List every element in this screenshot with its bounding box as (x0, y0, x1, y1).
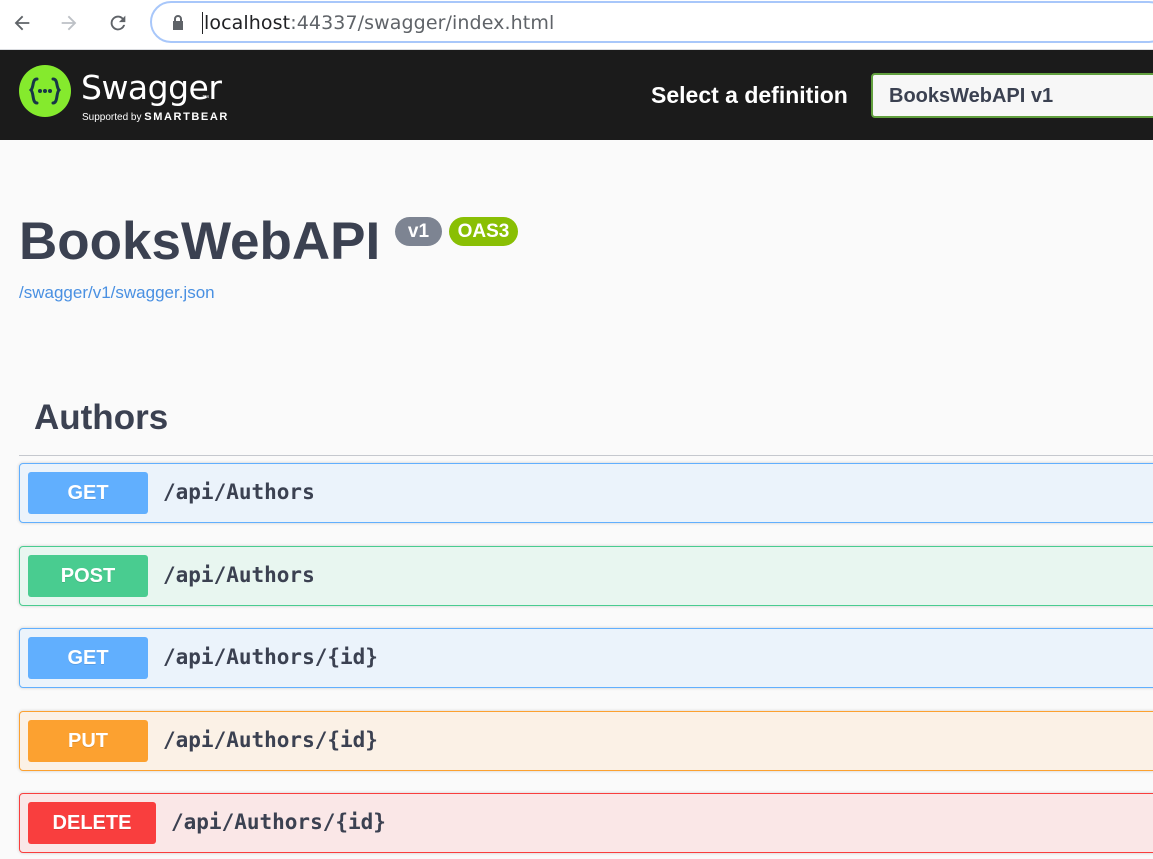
definition-label: Select a definition (651, 82, 848, 108)
version-badge: v1 (395, 217, 442, 246)
braces-icon (28, 77, 62, 105)
trademark-mark: ™ (202, 95, 209, 102)
tagline-brand: SMARTBEAR (144, 111, 229, 123)
logo-tagline: Supported by SMARTBEAR (82, 111, 229, 123)
operation-post-authors[interactable]: POST /api/Authors (19, 546, 1153, 606)
method-badge-delete: DELETE (28, 802, 156, 844)
browser-toolbar: localhost:44337/swagger/index.html (0, 0, 1153, 50)
operation-path: /api/Authors/{id} (163, 728, 378, 752)
url-text[interactable]: localhost:44337/swagger/index.html (204, 12, 554, 34)
reload-button[interactable] (101, 6, 135, 40)
definition-select-value: BooksWebAPI v1 (889, 85, 1054, 107)
method-badge-get: GET (28, 472, 148, 514)
swagger-topbar: Swagger ™ Supported by SMARTBEAR Select … (0, 50, 1153, 140)
api-title: BooksWebAPI (19, 212, 381, 271)
tag-header-authors[interactable]: Authors (19, 395, 1153, 456)
swagger-logo-icon[interactable] (19, 65, 71, 117)
operation-path: /api/Authors (163, 480, 315, 504)
lock-icon (173, 15, 183, 30)
operation-path: /api/Authors/{id} (171, 810, 386, 834)
definition-select[interactable]: BooksWebAPI v1 (871, 73, 1153, 118)
method-badge-post: POST (28, 555, 148, 597)
forward-button[interactable] (52, 6, 86, 40)
operation-put-author[interactable]: PUT /api/Authors/{id} (19, 711, 1153, 771)
reload-icon (110, 15, 126, 31)
method-badge-get: GET (28, 637, 148, 679)
arrow-left-icon (14, 15, 30, 31)
method-badge-put: PUT (28, 720, 148, 762)
back-button[interactable] (5, 6, 39, 40)
operation-delete-author[interactable]: DELETE /api/Authors/{id} (19, 793, 1153, 853)
operation-get-author-by-id[interactable]: GET /api/Authors/{id} (19, 628, 1153, 688)
arrow-right-icon (61, 15, 77, 31)
spec-json-link[interactable]: /swagger/v1/swagger.json (19, 283, 215, 302)
url-host: localhost (204, 12, 291, 34)
swagger-wordmark[interactable]: Swagger (81, 68, 222, 107)
tagline-prefix: Supported by (82, 112, 142, 123)
operation-path: /api/Authors (163, 563, 315, 587)
oas-badge: OAS3 (449, 217, 518, 246)
text-cursor (202, 12, 203, 34)
url-path: :44337/swagger/index.html (290, 12, 555, 34)
address-bar[interactable]: localhost:44337/swagger/index.html (150, 1, 1153, 43)
operation-path: /api/Authors/{id} (163, 645, 378, 669)
operation-get-authors[interactable]: GET /api/Authors (19, 463, 1153, 523)
tag-title: Authors (34, 398, 169, 437)
